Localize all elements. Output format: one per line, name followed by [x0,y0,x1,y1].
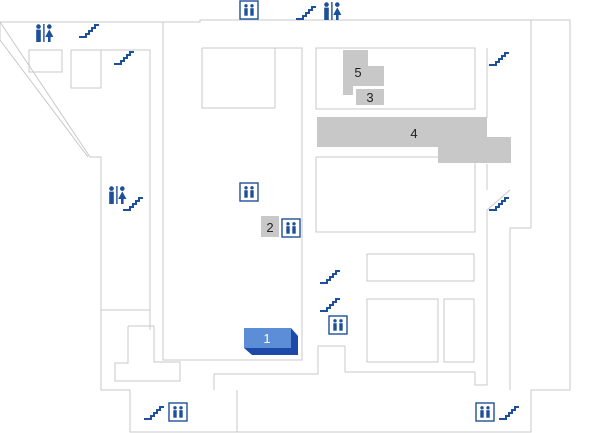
shop-label: 1 [263,331,270,346]
shop-5[interactable]: 5 [343,50,384,95]
elevator-icon[interactable] [281,218,301,238]
elevator-icon[interactable] [168,402,188,422]
escalator-icon[interactable] [114,51,134,65]
shop-label: 3 [366,90,373,105]
escalator-icon[interactable] [123,197,143,211]
rooms [315,47,488,363]
escalator-icon[interactable] [144,406,164,420]
escalator-icon[interactable] [79,24,99,38]
building-walls [0,19,571,433]
restroom-icon[interactable] [36,24,54,42]
elevator-icon[interactable] [239,0,259,20]
shop-label: 2 [266,220,273,235]
shop-1[interactable]: 1 [244,328,298,355]
shop-label: 4 [410,126,417,141]
elevator-icon[interactable] [475,402,495,422]
escalator-icon[interactable] [489,52,509,66]
escalator-icon[interactable] [320,298,340,312]
elevator-icon[interactable] [328,315,348,335]
shop-4[interactable]: 4 [317,117,511,163]
restroom-icon[interactable] [324,2,342,20]
escalator-icon[interactable] [320,270,340,284]
shop-2[interactable]: 2 [261,216,279,237]
escalator-icon[interactable] [296,6,316,20]
escalator-icon[interactable] [499,406,519,420]
shop-3[interactable]: 3 [356,89,384,105]
restroom-icon[interactable] [109,186,127,204]
elevator-icon[interactable] [239,182,259,202]
shop-label: 5 [354,65,361,80]
